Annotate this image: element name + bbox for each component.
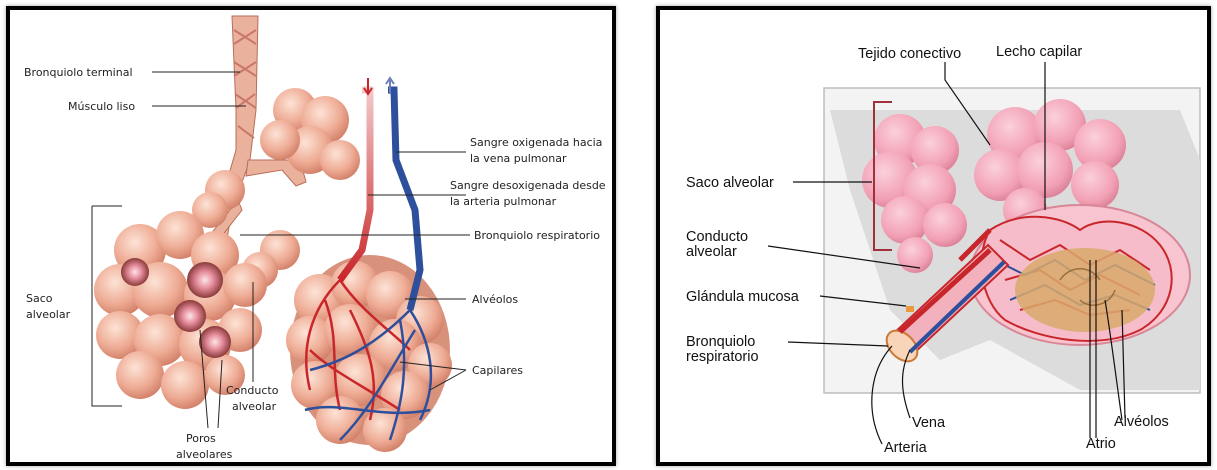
label-saco-alveolar: Saco alveolar — [686, 175, 774, 191]
label-saco-1: Saco — [26, 292, 53, 305]
pore-4 — [199, 326, 231, 358]
label-glandula-mucosa: Glándula mucosa — [686, 289, 800, 305]
capillary-bed-sac — [970, 205, 1190, 345]
label-poros-2: alveolares — [176, 448, 233, 461]
label-musculo-liso: Músculo liso — [68, 100, 135, 113]
arrow-down-icon — [364, 78, 372, 94]
pore-2 — [187, 262, 223, 298]
label-bronquiolo-1: Bronquiolo — [686, 334, 755, 350]
atrium — [1015, 248, 1155, 332]
label-lecho-capilar: Lecho capilar — [996, 44, 1082, 60]
label-conducto-2: alveolar — [232, 400, 277, 413]
label-conducto-1: Conducto — [226, 384, 279, 397]
label-sangre-desoxigenada-2: la arteria pulmonar — [450, 195, 557, 208]
pore-3 — [174, 300, 206, 332]
label-poros-1: Poros — [186, 432, 216, 445]
label-capilares: Capilares — [472, 364, 523, 377]
label-sangre-oxigenada-2: la vena pulmonar — [470, 152, 567, 165]
label-bronquiolo-2: respiratorio — [686, 349, 759, 365]
label-sangre-desoxigenada-1: Sangre desoxigenada desde — [450, 179, 606, 192]
label-atrio: Atrio — [1086, 436, 1116, 452]
label-bronquiolo-respiratorio: Bronquiolo respiratorio — [474, 229, 600, 242]
label-conducto-1: Conducto — [686, 229, 748, 245]
alveolar-sac-cluster — [94, 211, 267, 409]
label-conducto-2: alveolar — [686, 244, 737, 260]
label-tejido-conectivo: Tejido conectivo — [858, 46, 961, 62]
label-alveolos: Alvéolos — [1114, 414, 1169, 430]
label-vena: Vena — [912, 415, 946, 431]
label-arteria: Arteria — [884, 440, 928, 456]
label-saco-2: alveolar — [26, 308, 71, 321]
right-diagram-panel: Tejido conectivo Lecho capilar Saco alve… — [656, 6, 1211, 466]
label-bronquiolo-terminal: Bronquiolo terminal — [24, 66, 133, 79]
right-diagram: Tejido conectivo Lecho capilar Saco alve… — [660, 10, 1207, 462]
label-sangre-oxigenada-1: Sangre oxigenada hacia — [470, 136, 602, 149]
pore-1 — [121, 258, 149, 286]
mucous-gland — [906, 306, 914, 312]
left-diagram: Bronquiolo terminal Músculo liso Sangre … — [10, 10, 612, 462]
label-alveolos: Alvéolos — [472, 293, 518, 306]
left-diagram-panel: Bronquiolo terminal Músculo liso Sangre … — [6, 6, 616, 466]
